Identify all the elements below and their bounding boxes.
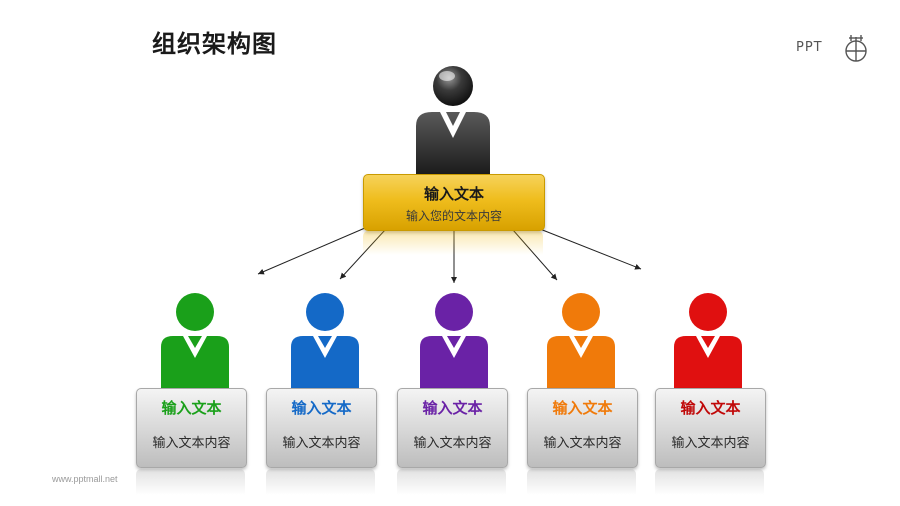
member-3-title: 输入文本 [422, 399, 483, 417]
top-node-reflection [363, 231, 543, 255]
top-person-body [416, 112, 490, 176]
member-5-card[interactable]: 输入文本 输入文本内容 [655, 388, 766, 468]
member-2-head [306, 293, 344, 331]
member-1-head [176, 293, 214, 331]
member-4-head [562, 293, 600, 331]
member-2-text: 输入文本内容 [282, 436, 361, 451]
logo-text: PPT [796, 40, 823, 55]
arrow-5 [539, 228, 642, 270]
top-person-head [433, 66, 473, 106]
member-2-card[interactable]: 输入文本 输入文本内容 [266, 388, 377, 468]
ppt-mall-mark-icon [845, 35, 867, 62]
member-2-body [291, 336, 359, 390]
member-3-person-icon [420, 293, 488, 390]
member-4-reflection [527, 469, 636, 495]
member-2-reflection [266, 469, 375, 495]
member-1-card[interactable]: 输入文本 输入文本内容 [136, 388, 247, 468]
member-5-head [689, 293, 727, 331]
member-5-person-icon [674, 293, 742, 390]
member-4-body [547, 336, 615, 390]
member-5-text: 输入文本内容 [671, 436, 750, 451]
top-person-icon [416, 66, 490, 176]
logo: PPT [796, 34, 876, 68]
member-3-card[interactable]: 输入文本 输入文本内容 [397, 388, 508, 468]
member-4-person-icon [547, 293, 615, 390]
member-5-title: 输入文本 [680, 399, 741, 417]
footer-url: www.pptmall.net [52, 474, 118, 484]
member-5-body [674, 336, 742, 390]
member-1-body [161, 336, 229, 390]
member-3-reflection [397, 469, 506, 495]
top-node-title: 输入文本 [423, 185, 484, 203]
member-1-text: 输入文本内容 [152, 436, 231, 451]
member-2-title: 输入文本 [291, 399, 352, 417]
member-4-card[interactable]: 输入文本 输入文本内容 [527, 388, 638, 468]
arrow-4 [512, 229, 558, 281]
arrow-1 [257, 227, 366, 275]
member-3-body [420, 336, 488, 390]
top-node-subtitle: 输入您的文本内容 [405, 209, 502, 223]
member-5-reflection [655, 469, 764, 495]
page-title: 组织架构图 [152, 30, 277, 58]
top-node[interactable]: 输入文本 输入您的文本内容 [363, 174, 545, 231]
member-3-head [435, 293, 473, 331]
member-4-text: 输入文本内容 [543, 436, 622, 451]
member-1-reflection [136, 469, 245, 495]
member-3-text: 输入文本内容 [413, 436, 492, 451]
member-1-title: 输入文本 [161, 399, 222, 417]
arrow-2 [339, 229, 386, 280]
member-4-title: 输入文本 [552, 399, 613, 417]
member-1-person-icon [161, 293, 229, 390]
member-2-person-icon [291, 293, 359, 390]
